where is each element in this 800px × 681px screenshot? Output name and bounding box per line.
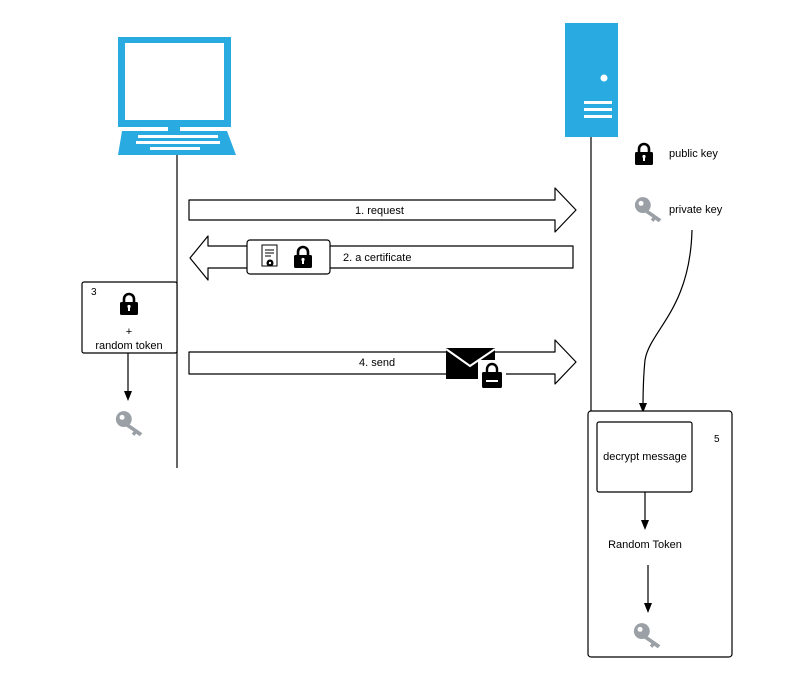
public-key-lock-icon: [634, 142, 654, 166]
step3-token-label: random token: [95, 340, 162, 352]
step5-number: 5: [714, 434, 720, 445]
certificate-icon: [261, 244, 278, 267]
locked-envelope-icon: [445, 348, 506, 390]
certificate-box: [246, 239, 331, 275]
step3-plus: +: [126, 326, 132, 338]
step1-label: 1. request: [355, 205, 404, 217]
server-icon: [565, 23, 618, 137]
random-token-label: Random Token: [608, 539, 682, 551]
private-key-icon: [634, 197, 662, 223]
step3-box: [81, 281, 178, 354]
private-key-connector: [639, 229, 693, 413]
step3-number: 3: [91, 287, 97, 298]
step4-label: 4. send: [359, 357, 395, 369]
decrypt-label: decrypt message: [603, 451, 687, 463]
step2-label: 2. a certificate: [343, 252, 411, 264]
public-key-label: public key: [669, 148, 718, 160]
session-key-icon: [115, 411, 143, 437]
request-arrow: [188, 187, 577, 233]
private-key-label: private key: [669, 204, 723, 216]
client-laptop-icon: [118, 37, 236, 155]
